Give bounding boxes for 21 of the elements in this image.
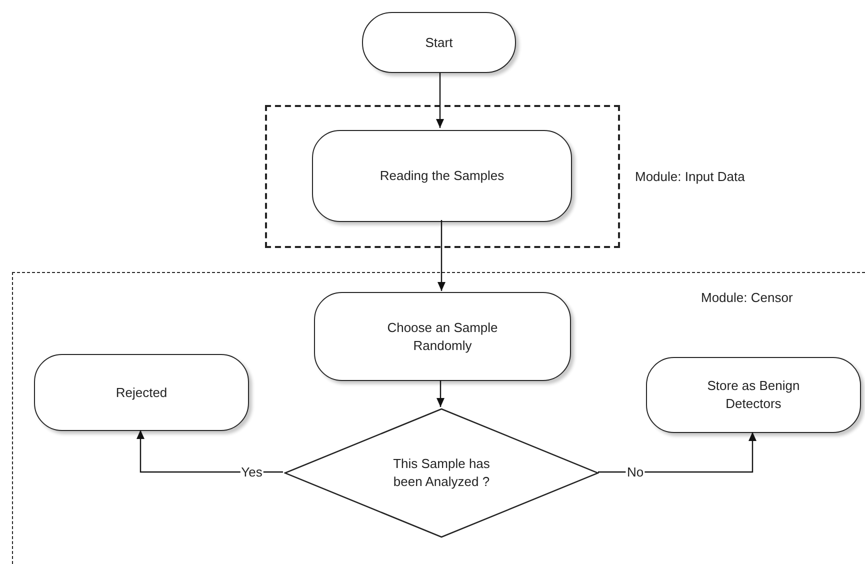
process-box bbox=[312, 130, 572, 222]
arrow bbox=[438, 220, 446, 291]
decision-text: This Sample has been Analyzed ? bbox=[392, 455, 491, 491]
node-text: Reading the Samples bbox=[378, 167, 506, 185]
node-text: Start bbox=[424, 34, 454, 52]
arrow bbox=[436, 380, 444, 407]
module-label: Module: Censor bbox=[701, 289, 793, 307]
node-text: Choose an Sample Randomly bbox=[386, 318, 499, 354]
process-box bbox=[646, 357, 861, 433]
arrow bbox=[598, 432, 756, 473]
arrow bbox=[436, 73, 444, 128]
node-text: Rejected bbox=[114, 384, 168, 402]
edge-label: Yes bbox=[240, 466, 264, 478]
module-label: Module: Input Data bbox=[635, 168, 745, 186]
process-box bbox=[314, 292, 571, 381]
arrow bbox=[136, 430, 283, 473]
process-box bbox=[34, 354, 249, 431]
node-text: Store as Benign Detectors bbox=[706, 377, 801, 413]
module-boundary bbox=[12, 272, 865, 564]
terminal-box bbox=[362, 12, 516, 73]
edge-label: No bbox=[626, 466, 645, 478]
